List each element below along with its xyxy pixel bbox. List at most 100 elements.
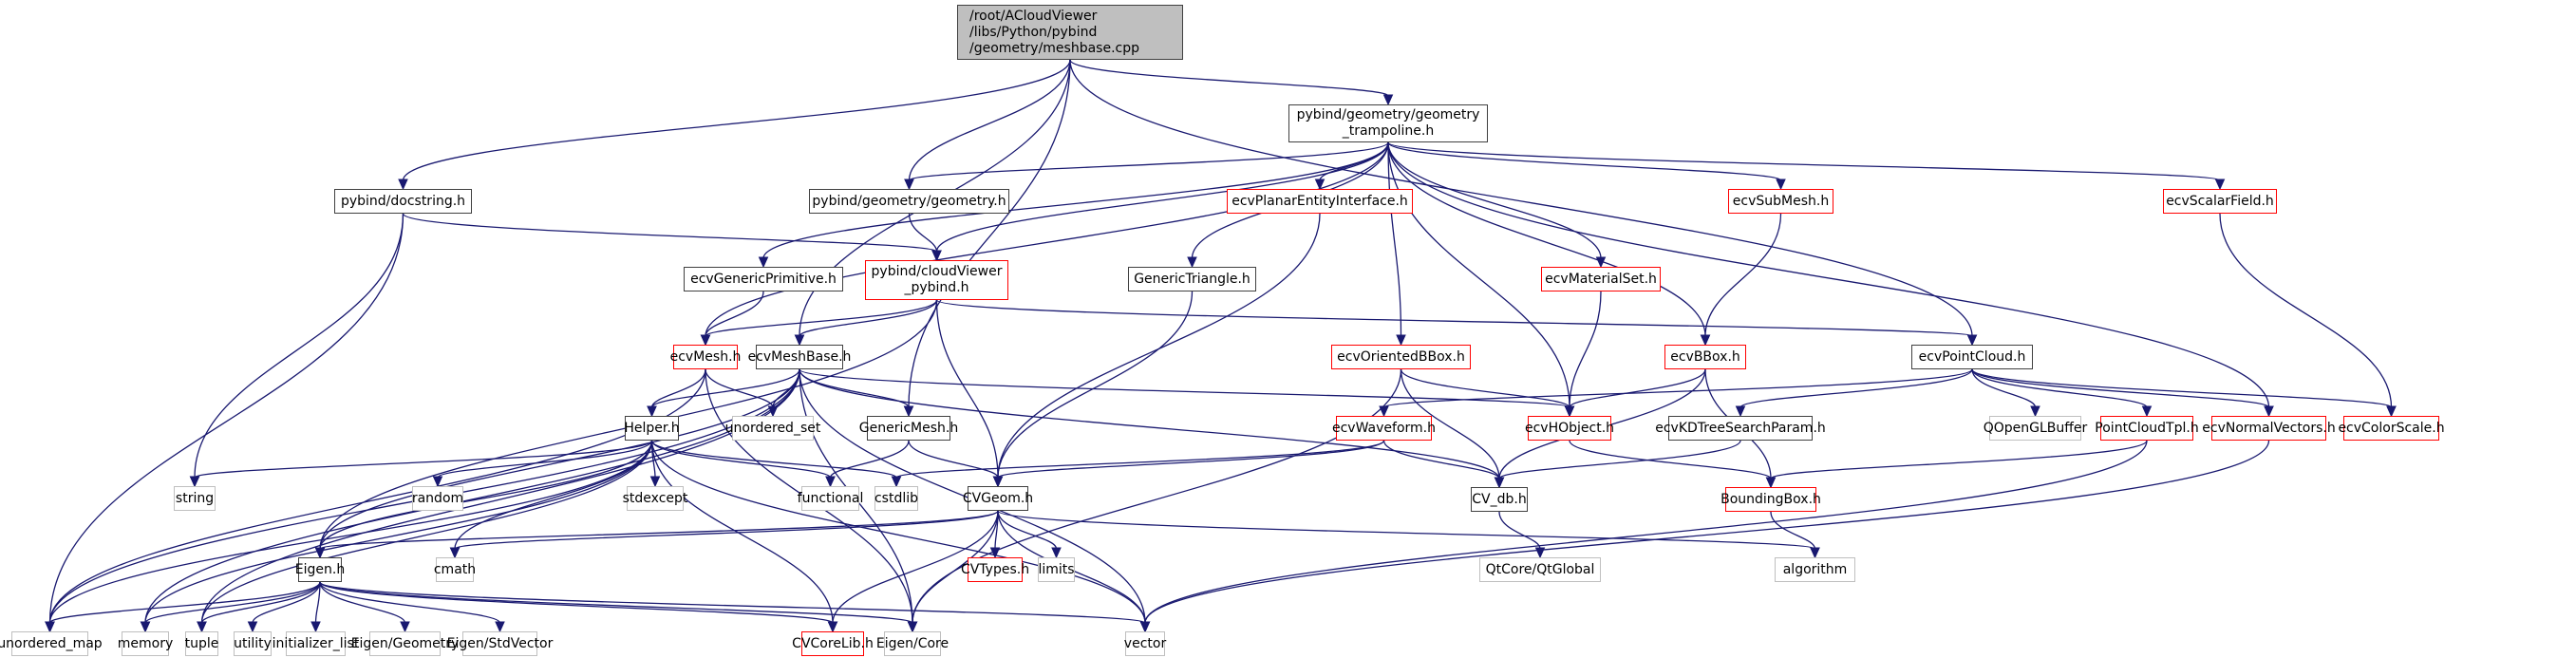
edge-cvgeom-to-limits — [997, 510, 1058, 550]
graph-node-submesh[interactable]: ecvSubMesh.h — [1728, 189, 1833, 214]
edge-pointcloud-to-colorscale — [1971, 368, 2393, 408]
graph-node-algorithm[interactable]: algorithm — [1775, 557, 1855, 582]
edge-mesh-to-umap — [48, 368, 706, 624]
arrowhead-icon — [891, 476, 902, 488]
graph-node-cvpybind[interactable]: pybind/cloudViewer _pybind.h — [865, 260, 1008, 300]
edge-pointcloud-to-kdtree — [1739, 368, 1973, 408]
graph-node-gentri[interactable]: GenericTriangle.h — [1128, 267, 1256, 291]
edge-waveform-to-cvgeom — [997, 440, 1385, 479]
graph-node-random[interactable]: random — [412, 486, 463, 511]
edge-cvdb-to-qtglobal — [1498, 511, 1541, 550]
graph-node-stdexcept[interactable]: stdexcept — [623, 486, 687, 511]
arrowhead-icon — [907, 621, 918, 633]
graph-node-pctpl[interactable]: PointCloudTpl.h — [2095, 416, 2199, 441]
arrowhead-icon — [449, 547, 461, 559]
graph-node-helper[interactable]: Helper.h — [624, 416, 680, 441]
graph-node-trampoline[interactable]: pybind/geometry/geometry _trampoline.h — [1288, 104, 1488, 142]
graph-node-meshbase[interactable]: ecvMeshBase.h — [748, 345, 851, 369]
arrowhead-icon — [1966, 334, 1978, 347]
graph-node-normvec[interactable]: ecvNormalVectors.h — [2202, 416, 2336, 441]
graph-node-cvdb[interactable]: CV_db.h — [1471, 487, 1528, 512]
graph-node-matset[interactable]: ecvMaterialSet.h — [1541, 267, 1661, 291]
arrowhead-icon — [827, 621, 838, 633]
edge-root-to-docstring — [402, 59, 1071, 181]
graph-node-scalarfield[interactable]: ecvScalarField.h — [2163, 189, 2277, 214]
graph-node-docstring[interactable]: pybind/docstring.h — [334, 189, 472, 214]
graph-node-uset[interactable]: unordered_set — [725, 416, 820, 441]
graph-node-vector[interactable]: vector — [1124, 631, 1166, 656]
edge-helper-to-memory — [144, 440, 653, 624]
arrowhead-icon — [1735, 405, 1746, 418]
graph-node-geometry[interactable]: pybind/geometry/geometry.h — [809, 189, 1009, 214]
graph-node-umap[interactable]: unordered_map — [0, 631, 103, 656]
graph-node-cvcorelib[interactable]: CVCoreLib.h — [792, 631, 874, 656]
graph-node-planar[interactable]: ecvPlanarEntityInterface.h — [1227, 189, 1413, 214]
edge-waveform-to-cstdlib — [895, 440, 1385, 479]
graph-node-genmesh[interactable]: GenericMesh.h — [859, 416, 958, 441]
edge-eigen-to-memory — [144, 581, 321, 624]
graph-node-kdtree[interactable]: ecvKDTreeSearchParam.h — [1655, 416, 1826, 441]
edge-trampoline-to-submesh — [1387, 141, 1782, 181]
graph-node-string[interactable]: string — [174, 486, 216, 511]
edge-helper-to-cvcorelib — [650, 440, 834, 624]
graph-node-colorscale[interactable]: ecvColorScale.h — [2338, 416, 2445, 441]
edge-hobject-to-boundingbox — [1569, 440, 1772, 479]
arrowhead-icon — [189, 476, 200, 488]
arrowhead-icon — [2214, 179, 2226, 191]
edge-meshbase-to-genmesh — [799, 368, 910, 408]
edge-cvgeom-to-cvcorelib — [832, 510, 999, 624]
edge-trampoline-to-bbox — [1387, 141, 1706, 337]
graph-node-cmath[interactable]: cmath — [434, 557, 476, 582]
graph-node-cvgeom[interactable]: CVGeom.h — [963, 486, 1033, 511]
arrowhead-icon — [247, 621, 258, 633]
edge-eigen-to-utility — [252, 581, 321, 624]
arrowhead-icon — [647, 405, 657, 418]
arrowhead-icon — [992, 476, 1004, 488]
arrowhead-icon — [2141, 405, 2153, 418]
arrowhead-icon — [2030, 405, 2040, 418]
edge-scalarfield-to-colorscale — [2219, 213, 2393, 408]
graph-node-limits[interactable]: limits — [1038, 557, 1075, 582]
graph-node-eigen[interactable]: Eigen.h — [295, 557, 345, 582]
arrowhead-icon — [398, 179, 408, 191]
graph-node-genprim[interactable]: ecvGenericPrimitive.h — [684, 267, 843, 291]
edge-meshbase-to-eigen — [319, 368, 800, 550]
graph-node-utility[interactable]: utility — [234, 631, 272, 656]
graph-node-cstdlib[interactable]: cstdlib — [874, 486, 918, 511]
edge-trampoline-to-matset — [1387, 141, 1602, 259]
graph-node-qoglbuf[interactable]: QOpenGLBuffer — [1984, 416, 2087, 441]
graph-node-eigencore[interactable]: Eigen/Core — [876, 631, 949, 656]
graph-node-eigenstdvec[interactable]: Eigen/StdVector — [447, 631, 553, 656]
edge-eigen-to-umap — [48, 581, 321, 624]
graph-node-memory[interactable]: memory — [118, 631, 173, 656]
graph-node-hobject[interactable]: ecvHObject.h — [1525, 416, 1614, 441]
graph-node-eigengeom[interactable]: Eigen/Geometry — [351, 631, 459, 656]
edge-meshbase-to-tuple — [200, 368, 800, 624]
graph-node-cvtypes[interactable]: CVTypes.h — [961, 557, 1029, 582]
edge-trampoline-to-genprim — [762, 141, 1389, 259]
edge-obbox-to-eigencore — [912, 368, 1402, 624]
graph-node-obbox[interactable]: ecvOrientedBBox.h — [1331, 345, 1471, 369]
edge-helper-to-tuple — [200, 440, 653, 624]
arrowhead-icon — [1810, 547, 1820, 559]
graph-node-tuple[interactable]: tuple — [185, 631, 218, 656]
edge-pointcloud-to-pctpl — [1971, 368, 2148, 408]
graph-node-boundingbox[interactable]: BoundingBox.h — [1720, 487, 1821, 512]
edge-eigen-to-eigengeom — [319, 581, 406, 624]
arrowhead-icon — [197, 621, 207, 633]
arrowhead-icon — [2264, 405, 2274, 418]
graph-node-qtglobal[interactable]: QtCore/QtGlobal — [1479, 557, 1601, 582]
graph-node-waveform[interactable]: ecvWaveform.h — [1332, 416, 1436, 441]
edge-cvgeom-to-algorithm — [997, 510, 1816, 550]
graph-node-root: /root/ACloudViewer /libs/Python/pybind /… — [957, 5, 1183, 60]
edge-helper-to-vector — [650, 440, 1146, 624]
graph-node-bbox[interactable]: ecvBBox.h — [1664, 345, 1746, 369]
edge-docstring-to-cvpybind — [402, 213, 938, 253]
arrowhead-icon — [989, 547, 1001, 559]
edge-helper-to-string — [194, 440, 653, 479]
graph-node-initlist[interactable]: initializer_list — [273, 631, 359, 656]
graph-node-pointcloud[interactable]: ecvPointCloud.h — [1911, 345, 2033, 369]
graph-node-mesh[interactable]: ecvMesh.h — [670, 345, 741, 369]
graph-node-functional[interactable]: functional — [798, 486, 863, 511]
edge-genprim-to-mesh — [705, 291, 764, 337]
